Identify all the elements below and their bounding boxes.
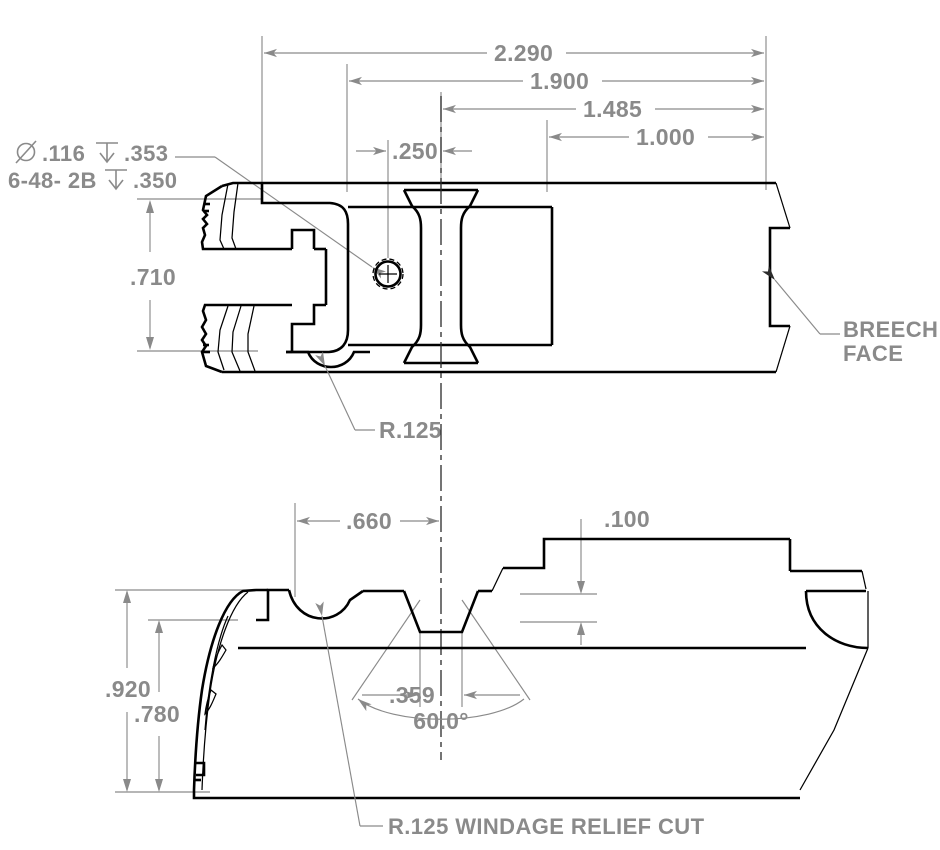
dim-label-359: .359 xyxy=(389,682,435,708)
dim-label-100: .100 xyxy=(604,506,650,532)
left-lower-curve-b xyxy=(231,305,242,372)
radius-annotation-top: R.125 xyxy=(315,351,442,443)
flank-slot-upper xyxy=(211,643,227,670)
dim-label-1900: 1.900 xyxy=(530,68,589,94)
notch-lower-center xyxy=(290,228,316,249)
thread-spec-value: 6-48- 2B xyxy=(8,168,97,193)
left-scalloped-edge xyxy=(200,184,292,251)
right-top-taper xyxy=(775,182,791,229)
dim-label-angle: 60.0° xyxy=(413,708,468,734)
breech-leader-line xyxy=(761,265,821,335)
dovetail-right-flank xyxy=(459,189,480,364)
dim-label-920: .920 xyxy=(105,676,151,702)
left-lower-scalloped-edge xyxy=(200,303,292,374)
bottom-view-geometry: R.125 WINDAGE RELIEF CUT xyxy=(192,537,869,839)
diameter-symbol xyxy=(15,140,37,164)
dim-label-780: .780 xyxy=(134,701,180,727)
rear-corner-radius xyxy=(804,590,869,650)
dim-label-1485: 1.485 xyxy=(583,96,642,122)
dim-label-250: .250 xyxy=(392,138,438,164)
windage-relief-annotation: R.125 WINDAGE RELIEF CUT xyxy=(315,601,705,839)
dim-label-1000: 1.000 xyxy=(636,124,695,150)
windage-leader-line xyxy=(315,601,361,827)
right-bottom-taper-lower xyxy=(799,647,869,791)
bottom-left-step-1 xyxy=(196,761,206,777)
rear-step-profile xyxy=(503,537,700,570)
hole-thread-circle xyxy=(372,258,404,290)
left-top-lip xyxy=(221,181,262,188)
hole-diameter-value: .116 xyxy=(42,141,85,166)
angle-ext-right xyxy=(461,599,531,701)
dimension-1485: 1.485 xyxy=(443,96,764,122)
body-right-rounded-profile xyxy=(279,201,350,354)
dimension-100: .100 xyxy=(520,506,650,645)
windage-relief-label: R.125 WINDAGE RELIEF CUT xyxy=(388,814,705,839)
thread-depth-value: .350 xyxy=(133,168,177,193)
dimension-780: .780 xyxy=(134,619,238,792)
hole-leader-line xyxy=(214,156,386,279)
left-lower-curve-c xyxy=(247,305,256,372)
top-view-geometry: BREECH FACE R.125 xyxy=(200,181,938,443)
dimension-2290: 2.290 xyxy=(264,40,764,66)
breech-face-label-line2: FACE xyxy=(843,341,903,366)
breech-face-edge xyxy=(768,272,790,328)
bottom-left-riser xyxy=(256,588,289,622)
hole-depth-value: .353 xyxy=(124,141,168,166)
dimension-250: .250 xyxy=(356,138,472,164)
depth-symbol-2 xyxy=(105,169,127,191)
threaded-hole xyxy=(372,258,404,290)
dimension-1000: 1.000 xyxy=(549,124,764,150)
bevel-to-step xyxy=(491,567,504,592)
relief-scallop-bottom-view xyxy=(287,589,364,620)
breech-step-upper xyxy=(768,226,790,272)
breech-face-annotation: BREECH FACE xyxy=(761,265,938,366)
left-lower-curve-a xyxy=(217,305,229,371)
dimension-660: .660 xyxy=(294,503,439,597)
flank-slot-lower xyxy=(204,688,217,716)
bottom-left-outer-profile xyxy=(192,588,268,800)
depth-symbol-1 xyxy=(96,142,118,164)
notch-upper-left xyxy=(260,183,279,205)
left-inner-curve-a xyxy=(219,183,229,250)
hole-bore-circle xyxy=(374,260,402,288)
radius-label-top: R.125 xyxy=(379,417,442,443)
top-view-dimension-block: 2.290 1.900 1.485 1.000 .250 xyxy=(130,36,767,352)
hole-callout-note: .116 .353 6-48- 2B .350 xyxy=(8,140,386,279)
dimension-1900: 1.900 xyxy=(349,68,764,94)
rear-right-small-taper xyxy=(861,570,867,590)
dim-label-710: .710 xyxy=(130,264,176,290)
tab-lower-profile xyxy=(290,303,326,352)
angle-ext-left xyxy=(351,599,421,701)
dimension-920: .920 xyxy=(105,589,268,793)
dovetail-trapezoid-bottom-view xyxy=(402,590,480,634)
bottom-view-dimension-block: .660 .100 .920 xyxy=(105,503,650,793)
right-bottom-taper xyxy=(775,325,791,373)
angle-arc xyxy=(357,698,525,720)
dimension-359-and-angle: .359 60.0° xyxy=(351,599,531,734)
dim-label-2290: 2.290 xyxy=(494,40,553,66)
dovetail-left-flank xyxy=(402,189,423,364)
dim-label-660: .660 xyxy=(346,508,392,534)
relief-scallop-top-view xyxy=(292,350,370,369)
breech-face-label-line1: BREECH xyxy=(843,317,938,342)
left-inner-curve-b xyxy=(231,182,239,250)
r125-leader-line xyxy=(315,351,356,431)
dimension-710: .710 xyxy=(130,198,262,352)
